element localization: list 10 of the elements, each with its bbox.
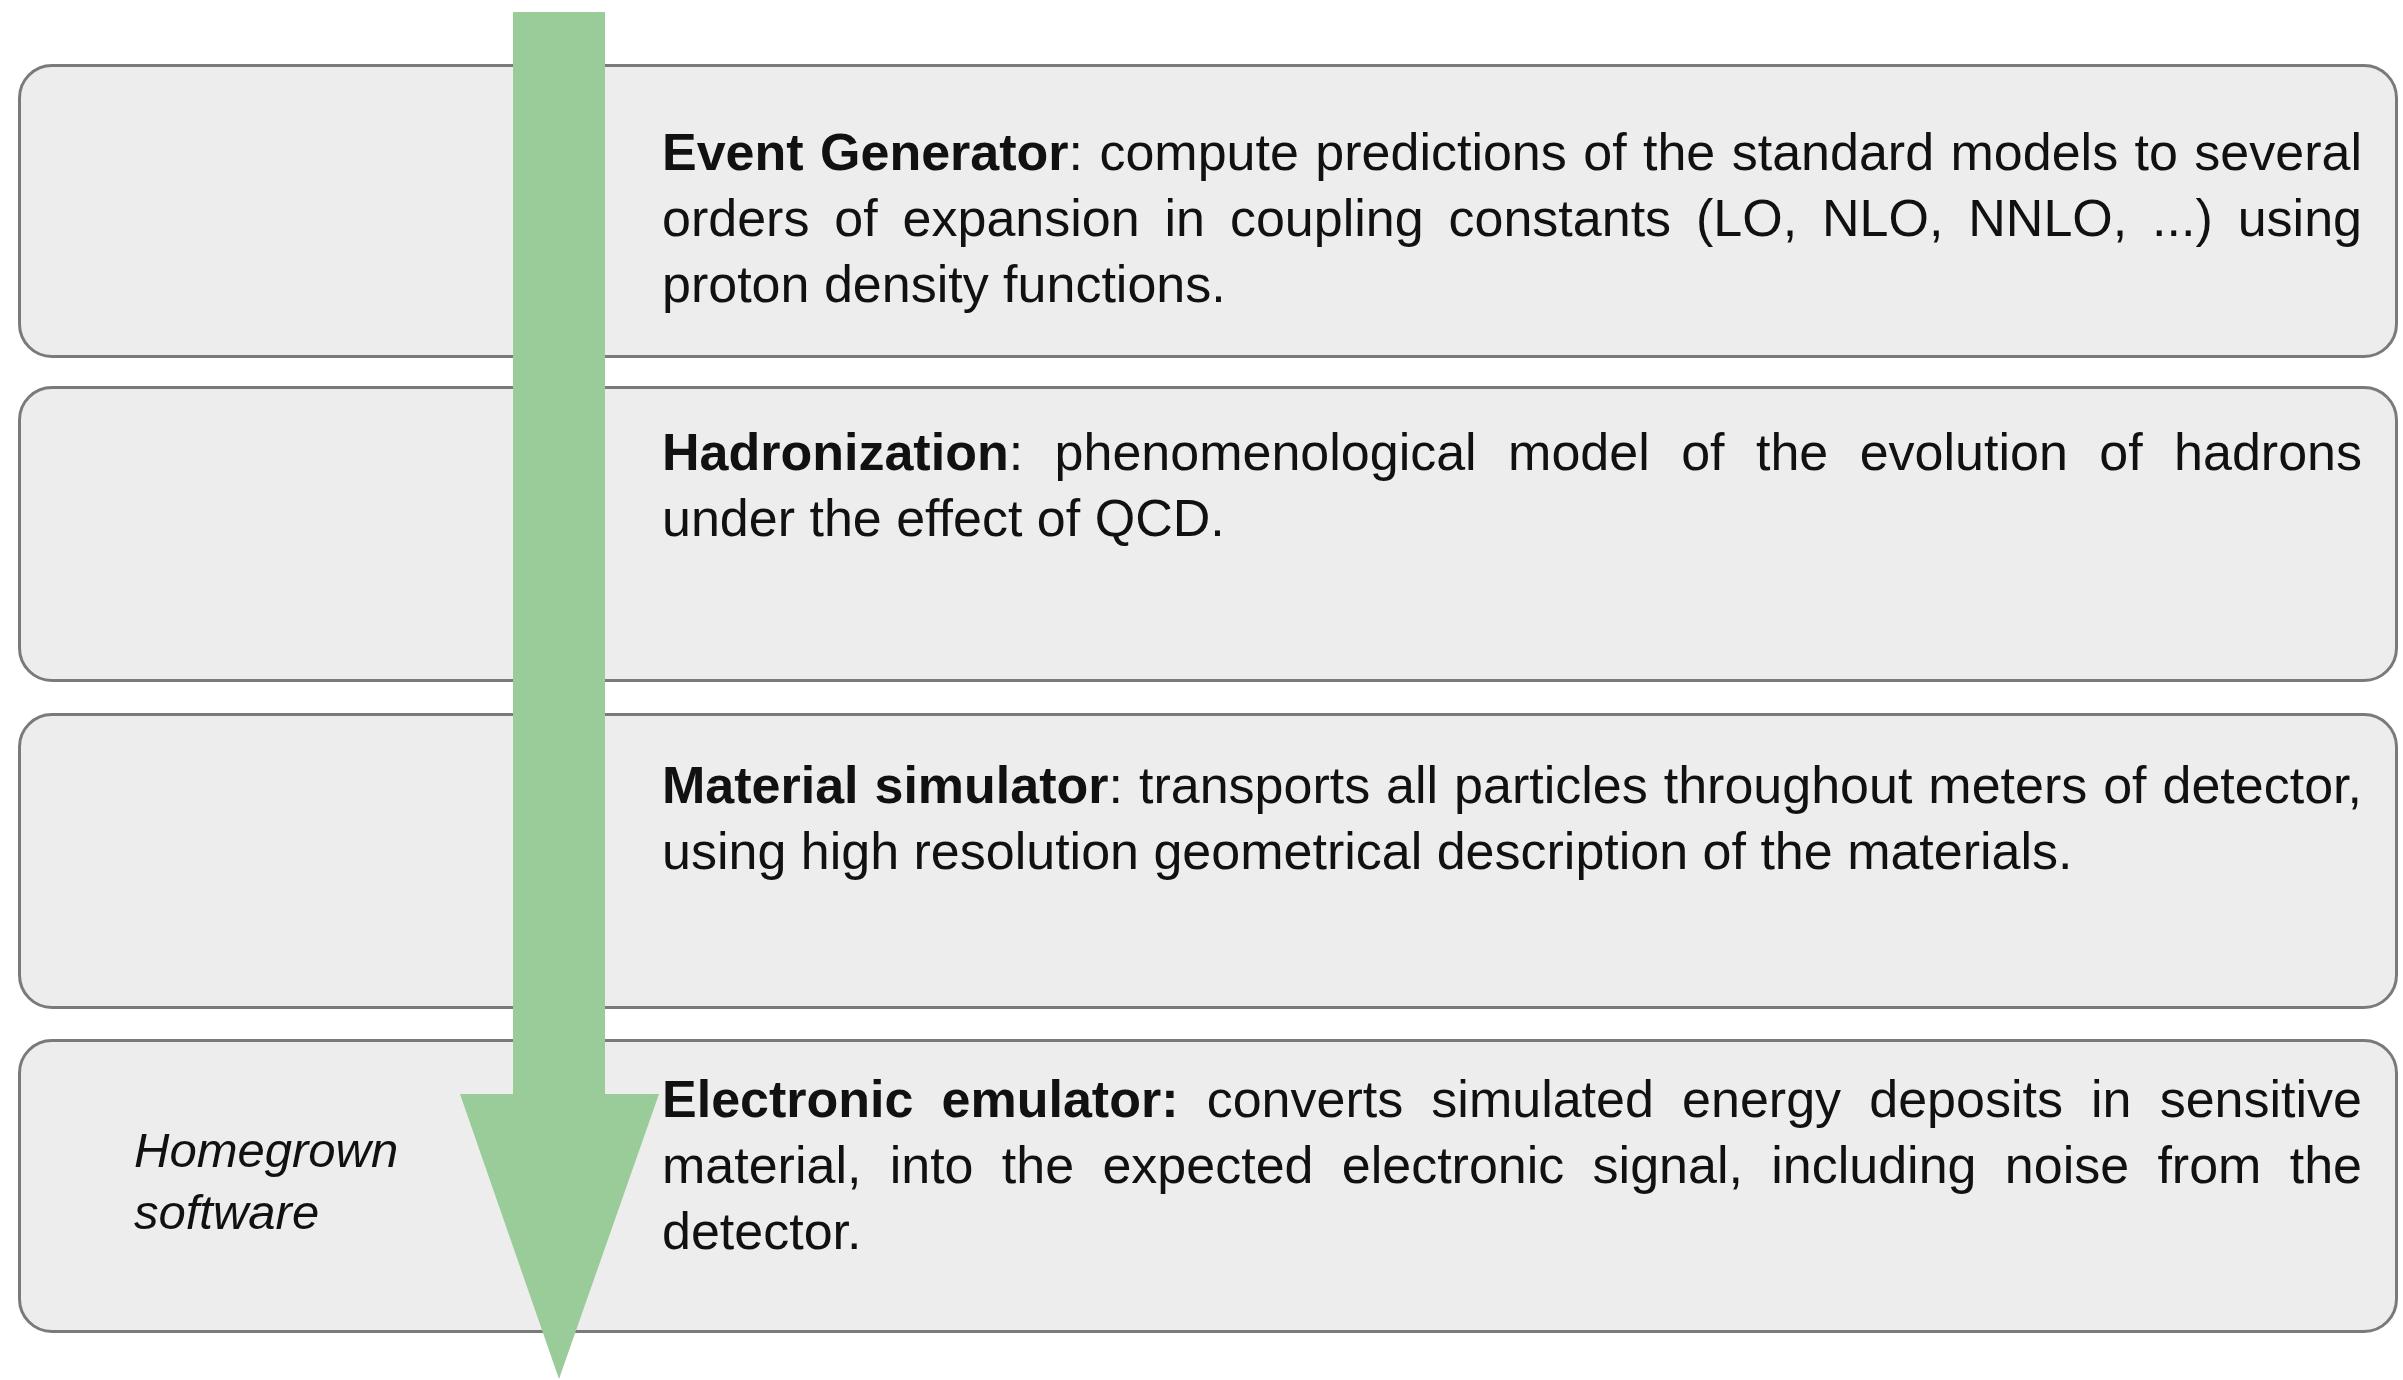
stage-box <box>18 64 2398 358</box>
stage-box <box>18 1039 2398 1333</box>
description-text: Electronic emulator: converts simulated energy deposits in sensitive material, into the expected electronic signal, including noise from the detector. <box>662 1069 2362 1262</box>
tool-label: Homegrown software <box>134 1122 400 1241</box>
description-text: Material simulator: transports all particles throughout meters of detector, using high resolution geometrical description of the materials. <box>662 755 2362 882</box>
stage-box <box>18 386 2398 682</box>
description-text: Event Generator: compute predictions of the standard models to several orders of expansion in coupling constants (LO, NLO, NNLO, ...) using proton density functions. <box>662 122 2362 315</box>
block-arrow <box>460 12 659 1379</box>
stage-box <box>18 713 2398 1009</box>
description-text: Hadronization: phenomenological model of the evolution of hadrons under the effect of QCD. <box>662 422 2362 549</box>
